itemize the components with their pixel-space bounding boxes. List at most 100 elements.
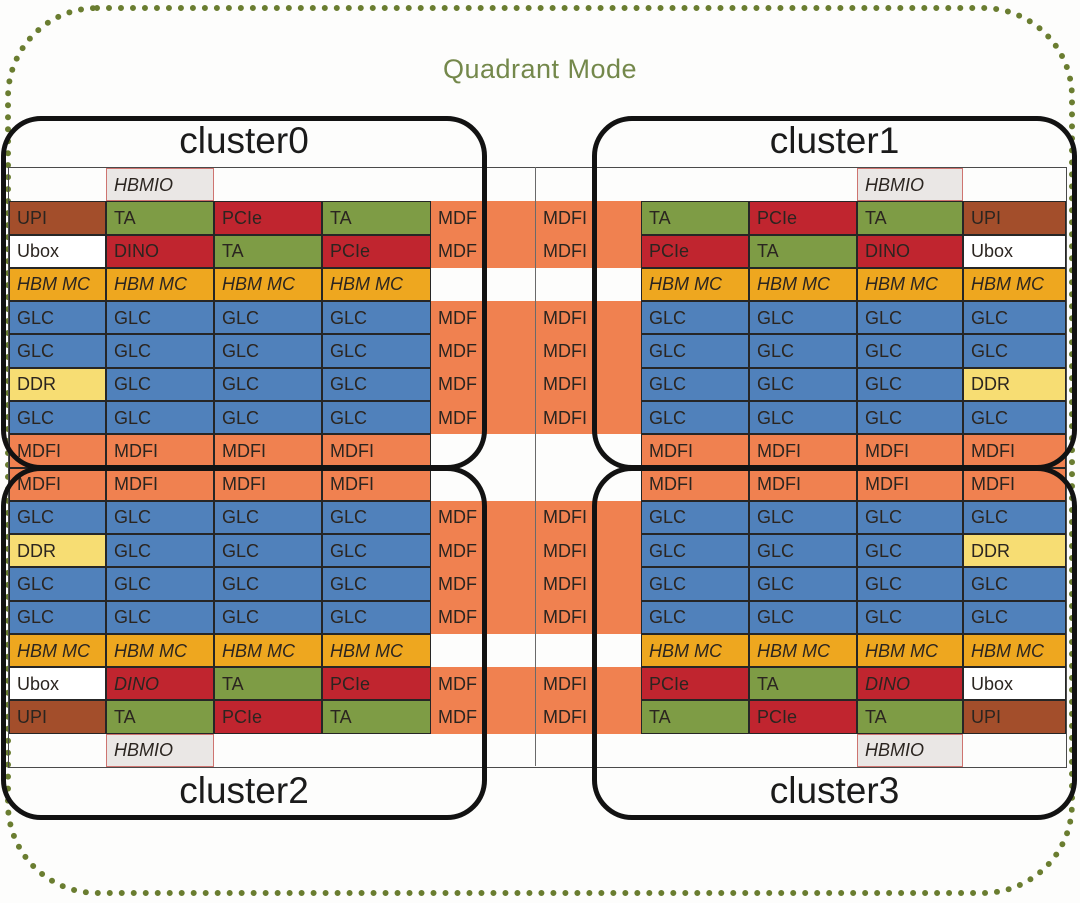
tile-glc: GLC <box>214 567 322 601</box>
tile-ta: TA <box>106 700 214 734</box>
tile-hbm-mc: HBM MC <box>322 267 431 302</box>
tile-pcie: PCIe <box>214 700 322 734</box>
cluster1-border <box>592 116 1077 470</box>
tile-mdfi: MDFI <box>536 400 641 435</box>
tile-glc: GLC <box>9 400 106 435</box>
tile-upi: UPI <box>9 201 106 235</box>
tile-ta: TA <box>322 700 431 734</box>
tile-glc: GLC <box>963 500 1066 535</box>
tile-ubox: Ubox <box>9 234 106 268</box>
tile-glc: GLC <box>9 301 106 335</box>
tile-mdfi: MDFI <box>536 700 641 734</box>
tile-mdfi: MDFI <box>641 467 749 501</box>
tile-glc: GLC <box>641 334 749 368</box>
tile-glc: GLC <box>322 600 431 634</box>
tile-glc: GLC <box>749 500 857 535</box>
tile-dino: DINO <box>857 667 963 701</box>
tile-mdfi: MDFI <box>536 500 641 535</box>
tile-ubox: Ubox <box>963 234 1066 268</box>
tile-glc: GLC <box>106 567 214 601</box>
tile-glc: GLC <box>749 534 857 568</box>
tile-hbm-mc: HBM MC <box>641 267 749 302</box>
tile-hbm-mc: HBM MC <box>963 267 1066 302</box>
tile-mdfi: MDFI <box>536 600 641 634</box>
tile-mdfi: MDFI <box>536 367 641 401</box>
tile-mdfi: MDFI <box>536 301 641 335</box>
cluster2-border <box>1 466 487 820</box>
tile-glc: GLC <box>214 500 322 535</box>
tile-glc: GLC <box>857 367 963 401</box>
tile-hbm-mc: HBM MC <box>214 267 322 302</box>
figure-title: Quadrant Mode <box>442 54 638 84</box>
tile-glc: GLC <box>322 367 431 401</box>
tile-ta: TA <box>857 201 963 235</box>
tile-mdfi: MDFI <box>536 201 641 235</box>
tile-glc: GLC <box>214 600 322 634</box>
tile-glc: GLC <box>9 334 106 368</box>
tile-ta: TA <box>214 234 322 268</box>
tile-glc: GLC <box>322 567 431 601</box>
gutter-divider-line <box>535 167 536 766</box>
tile-mdfi: MDFI <box>749 467 857 501</box>
tile-glc: GLC <box>322 400 431 435</box>
tile-hbm-mc: HBM MC <box>749 267 857 302</box>
tile-glc: GLC <box>857 567 963 601</box>
tile-hbm-mc: HBM MC <box>857 633 963 668</box>
tile-glc: GLC <box>749 400 857 435</box>
cluster0-border <box>1 116 487 470</box>
tile-glc: GLC <box>106 600 214 634</box>
tile-pcie: PCIe <box>322 234 431 268</box>
tile-glc: GLC <box>106 500 214 535</box>
tile-ubox: Ubox <box>963 667 1066 701</box>
tile-dino: DINO <box>106 234 214 268</box>
tile-ta: TA <box>641 201 749 235</box>
tile-ddr: DDR <box>963 367 1066 401</box>
tile-glc: GLC <box>749 301 857 335</box>
tile-glc: GLC <box>857 301 963 335</box>
tile-glc: GLC <box>857 500 963 535</box>
tile-ta: TA <box>857 700 963 734</box>
tile-glc: GLC <box>214 334 322 368</box>
tile-glc: GLC <box>641 400 749 435</box>
tile-hbm-mc: HBM MC <box>641 633 749 668</box>
tile-glc: GLC <box>641 301 749 335</box>
tile-glc: GLC <box>963 567 1066 601</box>
cluster1-label: cluster1 <box>769 120 900 161</box>
tile-mdfi: MDFI <box>536 534 641 568</box>
tile-glc: GLC <box>106 301 214 335</box>
tile-mdfi: MDFI <box>536 567 641 601</box>
tile-mdfi: MDFI <box>322 434 431 468</box>
tile-ta: TA <box>214 667 322 701</box>
tile-ta: TA <box>322 201 431 235</box>
tile-pcie: PCIe <box>749 700 857 734</box>
tile-hbm-mc: HBM MC <box>749 633 857 668</box>
tile-mdfi: MDFI <box>106 434 214 468</box>
tile-glc: GLC <box>106 334 214 368</box>
tile-upi: UPI <box>963 700 1066 734</box>
tile-ddr: DDR <box>9 534 106 568</box>
tile-glc: GLC <box>749 600 857 634</box>
tile-glc: GLC <box>963 400 1066 435</box>
tile-glc: GLC <box>106 534 214 568</box>
tile-upi: UPI <box>963 201 1066 235</box>
tile-glc: GLC <box>214 301 322 335</box>
tile-glc: GLC <box>322 500 431 535</box>
tile-hbm-mc: HBM MC <box>106 267 214 302</box>
tile-mdfi: MDFI <box>536 234 641 268</box>
tile-glc: GLC <box>749 334 857 368</box>
tile-pcie: PCIe <box>749 201 857 235</box>
tile-glc: GLC <box>641 367 749 401</box>
tile-ta: TA <box>641 700 749 734</box>
tile-glc: GLC <box>963 334 1066 368</box>
tile-glc: GLC <box>322 334 431 368</box>
tile-mdfi: MDFI <box>857 434 963 468</box>
tile-glc: GLC <box>9 567 106 601</box>
tile-mdfi: MDFI <box>857 467 963 501</box>
tile-glc: GLC <box>857 600 963 634</box>
tile-mdfi: MDFI <box>214 467 322 501</box>
tile-dino: DINO <box>857 234 963 268</box>
tile-mdfi: MDFI <box>749 434 857 468</box>
tile-glc: GLC <box>9 600 106 634</box>
tile-hbmio: HBMIO <box>106 733 214 767</box>
